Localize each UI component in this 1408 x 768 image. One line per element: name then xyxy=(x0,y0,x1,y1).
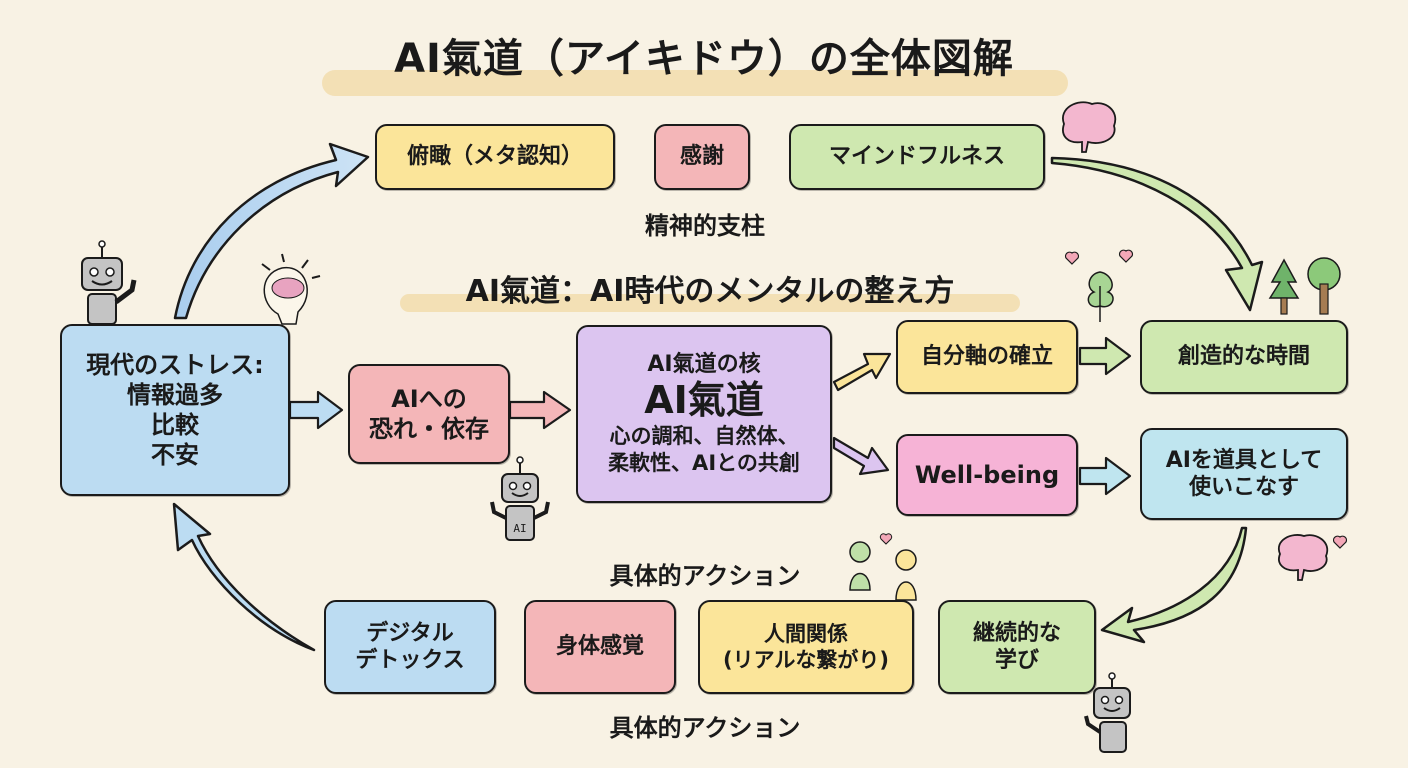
box-label: Well-being xyxy=(914,461,1060,489)
subtitle: AI氣道：AI時代のメンタルの整え方 xyxy=(465,274,955,309)
box-label: 俯瞰（メタ認知） xyxy=(406,144,583,170)
box-line: 身体感覚 xyxy=(555,634,644,660)
core-main: AI氣道 xyxy=(644,378,764,423)
brain-lightbulb-icon xyxy=(261,253,321,325)
box-label: 感謝 xyxy=(679,144,724,170)
box-line: (リアルな繋がり) xyxy=(723,648,889,672)
curved-arrow-up-right xyxy=(173,142,370,320)
box-modern-stress: 現代のストレス: 情報過多 比較 不安 xyxy=(60,324,290,496)
title-highlight xyxy=(322,70,1068,96)
core-line: 心の調和、自然体、 xyxy=(609,423,799,448)
tree-icon xyxy=(1268,258,1300,315)
brain-icon xyxy=(1277,534,1329,581)
tree-icon xyxy=(1307,257,1341,315)
box-line: デジタル xyxy=(366,620,454,646)
box-body-sense: 身体感覚 xyxy=(524,600,676,694)
box-digital-detox: デジタル デトックス xyxy=(324,600,496,694)
box-creative-time: 創造的な時間 xyxy=(1140,320,1348,394)
stress-item: 情報過多 xyxy=(127,381,223,409)
box-fear-dependence: AIへの 恐れ・依存 xyxy=(348,364,510,464)
box-label: マインドフルネス xyxy=(828,144,1005,170)
box-self-axis: 自分軸の確立 xyxy=(896,320,1078,394)
box-meta-cognition: 俯瞰（メタ認知） xyxy=(375,124,615,190)
section-label-concrete-action-upper: 具体的アクション xyxy=(609,562,801,590)
robot-icon: AI xyxy=(490,456,550,541)
box-mindfulness: マインドフルネス xyxy=(789,124,1045,190)
curved-arrow-down-right xyxy=(1050,156,1264,312)
box-aikido-core: AI氣道の核 AI氣道 心の調和、自然体、 柔軟性、AIとの共創 xyxy=(576,325,832,503)
curved-arrow-down-left xyxy=(1100,526,1248,644)
subtitle-highlight xyxy=(400,294,1020,312)
box-label: 自分軸の確立 xyxy=(920,344,1053,370)
box-line: 人間関係 xyxy=(764,621,848,646)
box-human-relations: 人間関係 (リアルな繋がり) xyxy=(698,600,914,694)
people-icon xyxy=(849,533,917,601)
box-line: 使いこなす xyxy=(1188,475,1299,500)
box-continuous-learning: 継続的な 学び xyxy=(938,600,1096,694)
arrow-core-to-wellbeing xyxy=(832,436,890,476)
stress-item: 不安 xyxy=(151,441,199,469)
curved-arrow-up-left xyxy=(172,502,316,652)
heart-icon xyxy=(1118,249,1134,263)
arrow-wellbeing-to-ai-tool xyxy=(1078,456,1132,496)
stress-heading: 現代のストレス: xyxy=(86,351,264,379)
box-wellbeing: Well-being xyxy=(896,434,1078,516)
section-label-concrete-action-lower: 具体的アクション xyxy=(609,714,801,742)
robot-icon xyxy=(1084,672,1131,753)
box-line: 学び xyxy=(994,648,1039,673)
robot-badge: AI xyxy=(513,522,526,535)
box-line: AIを道具として xyxy=(1165,447,1323,473)
core-heading: AI氣道の核 xyxy=(647,351,761,377)
box-line: デトックス xyxy=(355,648,465,673)
box-ai-as-tool: AIを道具として 使いこなす xyxy=(1140,428,1348,520)
fear-line: 恐れ・依存 xyxy=(369,415,489,443)
stress-item: 比較 xyxy=(151,411,199,439)
fear-line: AIへの xyxy=(391,385,467,413)
page-title: AI氣道（アイキドウ）の全体図解 xyxy=(394,36,1014,82)
robot-icon xyxy=(81,240,137,325)
heart-icon xyxy=(1332,535,1348,549)
arrow-fear-to-core xyxy=(508,390,572,430)
heart-icon xyxy=(1064,251,1080,265)
arrow-stress-to-fear xyxy=(288,390,344,430)
box-label: 創造的な時間 xyxy=(1177,344,1310,370)
arrow-core-to-self-axis xyxy=(832,352,892,392)
brain-icon xyxy=(1062,101,1117,153)
section-label-spiritual-pillar: 精神的支柱 xyxy=(645,212,765,240)
box-gratitude: 感謝 xyxy=(654,124,750,190)
box-line: 継続的な xyxy=(972,620,1061,646)
arrow-self-axis-to-creative xyxy=(1078,336,1132,376)
tree-icon xyxy=(1087,271,1114,322)
core-line: 柔軟性、AIとの共創 xyxy=(608,451,800,476)
